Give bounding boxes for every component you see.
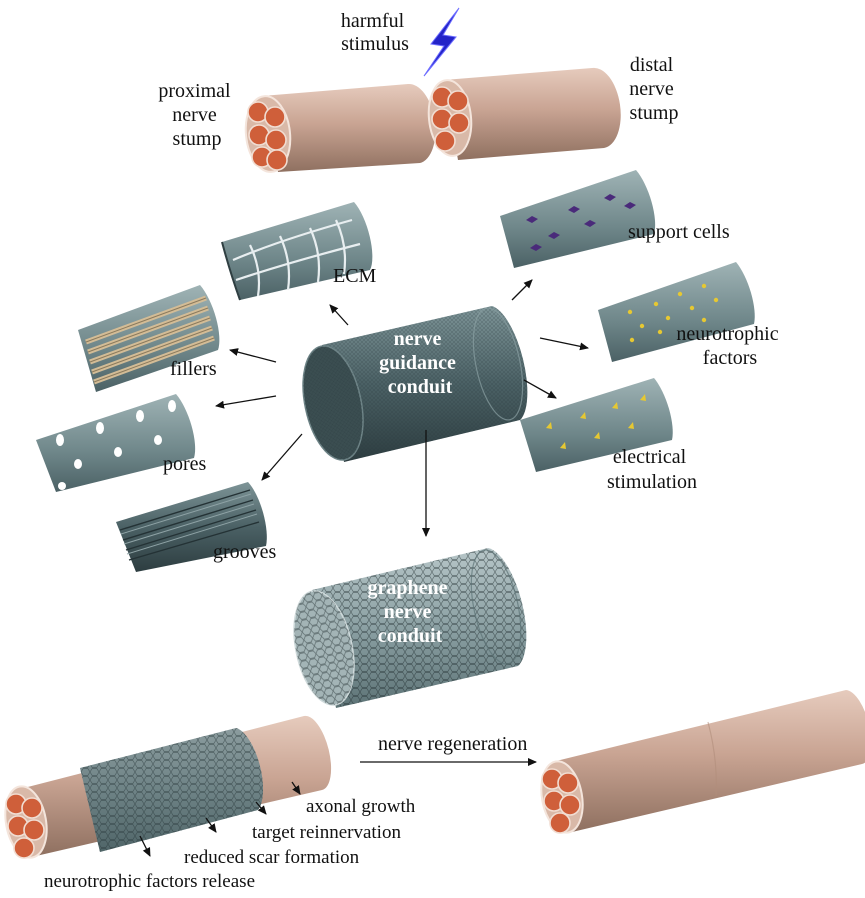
harmful-stimulus-label: harmful stimulus: [341, 10, 409, 55]
nt-release-label: neurotrophic factors release: [44, 871, 255, 892]
pores-conduit: [36, 394, 196, 492]
nerve-regeneration-label: nerve regeneration: [378, 733, 527, 755]
distal-nerve-stump: [427, 67, 621, 160]
fillers-conduit: [78, 285, 220, 392]
ecm-conduit: [221, 202, 373, 301]
ecm-label: ECM: [333, 265, 377, 287]
proximal-nerve-stump: [244, 83, 436, 173]
target-reinnervation-label: target reinnervation: [252, 822, 401, 843]
support-cells-label: support cells: [628, 221, 730, 243]
benefit-arrows: [139, 781, 301, 857]
regenerated-nerve: [540, 690, 865, 834]
grooves-label: grooves: [213, 541, 277, 563]
grooves-conduit: [116, 482, 267, 572]
neurotrophic-factors-conduit: [598, 262, 755, 362]
fillers-label: fillers: [170, 358, 217, 380]
modification-arrows: [215, 279, 589, 537]
graphene-nerve-conduit: [293, 548, 527, 708]
reduced-scar-label: reduced scar formation: [184, 847, 360, 868]
lightning-icon: [423, 7, 460, 77]
axonal-growth-label: axonal growth: [306, 796, 416, 817]
electrical-stimulation-conduit: [520, 378, 673, 472]
nerve-guidance-conduit: [302, 306, 528, 462]
neurotrophic-factors-label: neurotrophic factors: [676, 323, 783, 369]
support-cells-conduit: [500, 170, 656, 268]
proximal-nerve-stump-label: proximal nerve stump: [158, 80, 235, 150]
graphene-conduit-label: graphene nerve conduit: [368, 577, 453, 647]
pores-label: pores: [163, 453, 207, 475]
ngc-label: nerve guidance conduit: [379, 328, 461, 398]
electrical-stimulation-label: electrical stimulation: [607, 446, 697, 493]
distal-nerve-stump-label: distal nerve stump: [629, 54, 678, 124]
bridged-nerve: [4, 715, 332, 859]
